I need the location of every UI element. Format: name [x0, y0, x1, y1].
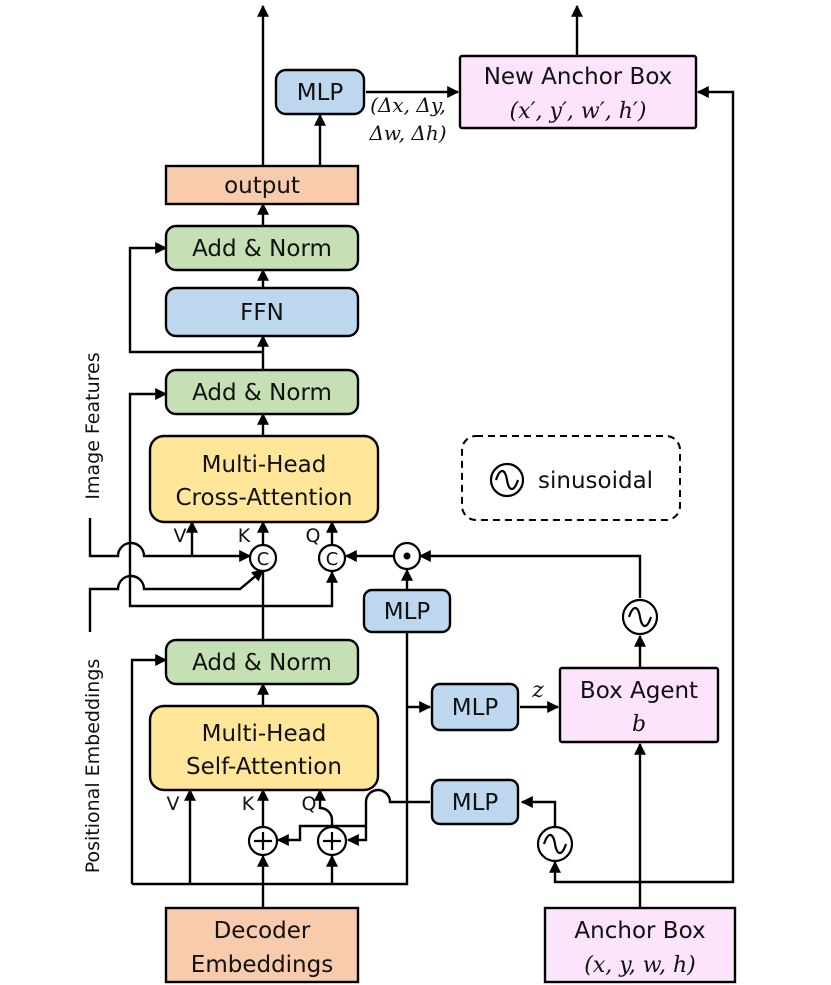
cross-residual-arrow: [128, 388, 263, 608]
decoder-embeddings-box: Decoder Embeddings: [164, 906, 360, 984]
v-cross-label: V: [174, 525, 187, 547]
cross-attention-line1: Multi-Head: [202, 452, 327, 478]
content-query-line: [132, 632, 409, 886]
product-node: [392, 541, 422, 571]
positional-embeddings-label: Positional Embeddings: [82, 659, 104, 874]
mlp-top-rect: [274, 68, 366, 116]
ffn-box: FFN: [164, 286, 360, 338]
k-concat-node: C: [248, 543, 278, 573]
self-residual-arrow: [130, 654, 168, 884]
mlp-cross-box: MLP: [362, 588, 452, 634]
mlp-pos-to-plus-q-arrow: [346, 788, 430, 846]
mlp-pos-rect: [430, 778, 520, 826]
add-norm-bottom-label: Add & Norm: [192, 650, 332, 676]
q-cross-label: Q: [306, 525, 321, 547]
sinusoidal-legend-label: sinusoidal: [538, 468, 653, 494]
mlp-z-rect: [430, 682, 520, 732]
q-concat-node: C: [317, 543, 347, 573]
anchor-bypass-arrow: [640, 86, 735, 884]
legend-rect: [461, 435, 681, 521]
sine-wave-icon: [494, 469, 520, 491]
plus-q-to-selfattn-arrow: [314, 788, 334, 826]
output-label: output: [224, 173, 300, 199]
ffn-rect: [164, 286, 360, 338]
decoder-embeddings-line1: Decoder: [214, 918, 311, 944]
box-agent-math: b: [632, 712, 646, 737]
cross-attention-box: Multi-Head Cross-Attention: [148, 434, 380, 524]
new-anchor-title: New Anchor Box: [484, 64, 673, 90]
decoder-embeddings-rect: [164, 906, 360, 984]
query-to-q-concat-arrow: [263, 570, 338, 608]
mlp-pos-label: MLP: [452, 790, 499, 816]
sinusoidal-legend-icon: [489, 462, 525, 498]
box-agent-title: Box Agent: [580, 678, 698, 704]
ffn-label: FFN: [240, 300, 284, 326]
self-attention-line2: Self-Attention: [186, 754, 342, 780]
k-self-label: K: [242, 793, 255, 815]
add-norm-mid-rect: [164, 368, 360, 416]
new-anchor-box-rect: [458, 54, 698, 130]
anchor-box: Anchor Box (x, y, w, h): [543, 906, 737, 984]
ffn-residual-arrow: [128, 242, 263, 354]
sine-wave-icon: [627, 606, 653, 628]
sinusoidal-legend: sinusoidal: [461, 435, 681, 521]
mlp-cross-rect: [362, 588, 452, 634]
k-cross-label: K: [238, 525, 251, 547]
new-anchor-math: (x′, y′, w′, h′): [510, 99, 647, 124]
v-self-label: V: [167, 793, 180, 815]
sin-node-bottom: [536, 825, 574, 863]
self-attention-line1: Multi-Head: [202, 721, 327, 747]
image-features-line: [88, 518, 252, 562]
q-self-label: Q: [302, 793, 317, 815]
add-norm-mid-box: Add & Norm: [164, 368, 360, 416]
image-features-label: Image Features: [82, 352, 104, 499]
mlp-top-box: MLP: [274, 68, 366, 116]
self-attention-box: Multi-Head Self-Attention: [148, 704, 380, 792]
cross-attention-line2: Cross-Attention: [176, 485, 353, 511]
sin-to-mlp-pos-arrow: [520, 796, 557, 826]
add-norm-top-label: Add & Norm: [192, 236, 332, 262]
anchor-to-sin-arrow: [549, 860, 640, 884]
cross-attention-rect: [148, 434, 380, 524]
output-rect: [164, 164, 360, 206]
q-concat-label: C: [326, 549, 339, 570]
product-dot-icon: [403, 552, 411, 560]
k-concat-label: C: [257, 549, 270, 570]
anchor-box-math: (x, y, w, h): [584, 953, 695, 978]
delta-line1: (Δx, Δy,: [370, 93, 446, 117]
self-attention-rect: [148, 704, 380, 792]
mlp-z-box: MLP: [430, 682, 520, 732]
add-norm-bottom-box: Add & Norm: [164, 638, 360, 686]
anchor-box-rect: [543, 906, 737, 984]
mlp-top-label: MLP: [297, 80, 344, 106]
output-box: output: [164, 164, 360, 206]
box-agent-rect: [558, 666, 720, 744]
decoder-embeddings-line2: Embeddings: [191, 952, 333, 978]
plus-k-node: [247, 825, 279, 857]
add-norm-top-box: Add & Norm: [164, 224, 360, 272]
z-label: z: [531, 678, 544, 703]
delta-line2: Δw, Δh): [368, 121, 446, 145]
anchor-box-title: Anchor Box: [574, 918, 705, 944]
mlp-pos-box: MLP: [430, 778, 520, 826]
sin-to-product-arrow: [418, 550, 642, 598]
sine-wave-icon: [542, 833, 568, 855]
add-norm-top-rect: [164, 224, 360, 272]
new-anchor-box: New Anchor Box (x′, y′, w′, h′): [458, 54, 698, 130]
plus-q-node: [316, 825, 348, 857]
sin-node-top: [621, 598, 659, 636]
connectors: [88, 4, 735, 908]
add-norm-bottom-rect: [164, 638, 360, 686]
mlp-cross-label: MLP: [384, 599, 431, 625]
box-agent-box: Box Agent b: [558, 666, 720, 744]
positional-embeddings-line: [88, 569, 264, 632]
add-norm-mid-label: Add & Norm: [192, 380, 332, 406]
mlp-z-label: MLP: [452, 695, 499, 721]
